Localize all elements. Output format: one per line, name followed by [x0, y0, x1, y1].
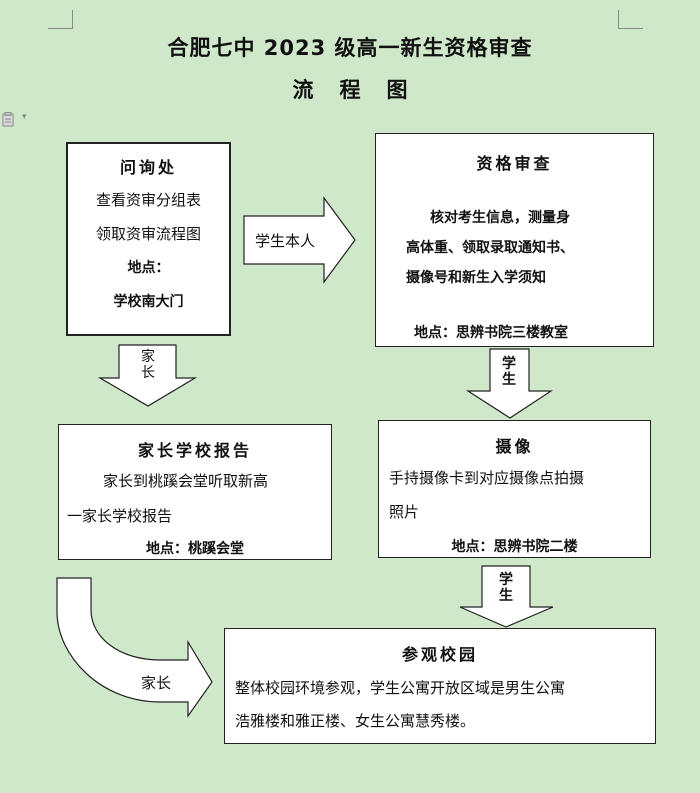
parent-report-text-1: 家长到桃蹊会堂听取新高 — [103, 472, 269, 490]
tour-heading: 参观校园 — [401, 645, 478, 664]
inquiry-line-1: 查看资审分组表 — [95, 191, 201, 209]
inquiry-heading: 问询处 — [119, 158, 177, 177]
review-location: 地点：思辨书院三楼教室 — [414, 325, 568, 341]
page-title: 合肥七中 2023 级高一新生资格审查 — [167, 36, 533, 60]
tour-text-1: 整体校园环境参观，学生公寓开放区域是男生公寓 — [235, 679, 566, 697]
inquiry-box: 问询处 查看资审分组表 领取资审流程图 地点： 学校南大门 — [66, 142, 231, 336]
campus-tour-box: 参观校园 整体校园环境参观，学生公寓开放区域是男生公寓 浩雅楼和雅正楼、女生公寓… — [224, 628, 656, 744]
arrow-student-self-label: 学生本人 — [255, 232, 316, 250]
paste-options-caret-icon[interactable]: ▾ — [22, 112, 27, 122]
review-text-3: 摄像号和新生入学须知 — [406, 270, 546, 286]
page-corner-mark-top-right — [618, 10, 643, 29]
photo-text-2: 照片 — [389, 503, 420, 521]
parent-report-location: 地点：桃蹊会堂 — [146, 541, 244, 557]
review-heading: 资格审查 — [476, 154, 553, 173]
photo-heading: 摄像 — [495, 437, 534, 456]
paste-options-icon[interactable] — [2, 112, 15, 127]
review-text-1: 核对考生信息，测量身 — [430, 210, 570, 226]
arrow-student-down-1-label: 学 生 — [502, 356, 516, 388]
arrow-parent-down-label: 家 长 — [141, 349, 155, 381]
photo-text-1: 手持摄像卡到对应摄像点拍摄 — [389, 469, 585, 487]
arrow-student-down-2-label: 学 生 — [499, 572, 513, 604]
inquiry-location-label: 地点： — [127, 260, 170, 276]
arrow-parent-down — [97, 344, 198, 407]
arrow-student-self — [243, 196, 356, 284]
inquiry-location: 学校南大门 — [113, 294, 184, 310]
parent-school-report-box: 家长学校报告 家长到桃蹊会堂听取新高 一家长学校报告 地点：桃蹊会堂 — [58, 424, 332, 560]
arrow-student-down-2 — [459, 565, 554, 628]
page-subtitle: 流程图 — [292, 77, 434, 102]
tour-text-2: 浩雅楼和雅正楼、女生公寓慧秀楼。 — [235, 712, 476, 730]
photo-box: 摄像 手持摄像卡到对应摄像点拍摄 照片 地点：思辨书院二楼 — [378, 420, 651, 558]
qualification-review-box: 资格审查 核对考生信息，测量身 高体重、领取录取通知书、 摄像号和新生入学须知 … — [375, 133, 654, 347]
photo-location: 地点：思辨书院二楼 — [451, 539, 578, 555]
arrow-parent-curve — [56, 577, 213, 718]
parent-report-text-2: 一家长学校报告 — [67, 507, 173, 525]
arrow-parent-curve-label: 家长 — [141, 674, 172, 692]
arrow-student-down-1 — [465, 348, 554, 419]
parent-report-heading: 家长学校报告 — [137, 441, 252, 460]
review-text-2: 高体重、领取录取通知书、 — [406, 240, 574, 256]
inquiry-line-2: 领取资审流程图 — [95, 225, 201, 243]
page-corner-mark-top-left — [48, 10, 73, 29]
